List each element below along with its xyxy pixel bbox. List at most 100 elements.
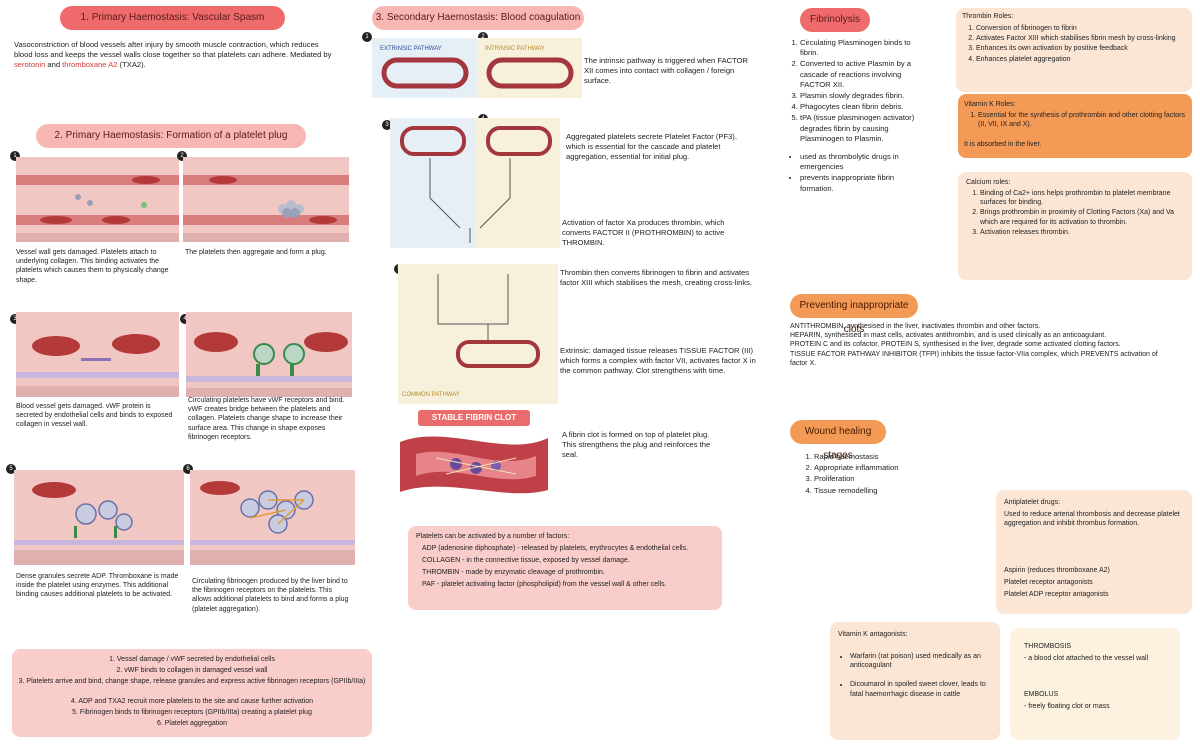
healing-item-1: Rapid haemostasis — [814, 452, 950, 462]
summary-line-4: 4. ADP and TXA2 recruit more platelets t… — [70, 698, 314, 705]
cascade-diagram — [390, 118, 560, 248]
calcium-title: Calcium roles: — [966, 179, 1011, 186]
preventing-clots-title: Preventing inappropriate clots — [790, 294, 918, 335]
vk-antagonists-list: Warfarin (rat poison) used medically as … — [836, 652, 994, 700]
preventing-clots-text: ANTITHROMBIN, synthesised in the liver, … — [790, 322, 1170, 368]
thrombin-item-1: Conversion of fibrinogen to fibrin — [976, 24, 1186, 33]
thrombin-item-4: Enhances platelet aggregation — [976, 55, 1186, 64]
vitamin-k-item-1: Essential for the synthesis of prothromb… — [978, 111, 1186, 129]
fibrin-clot-illustration-wrap — [396, 428, 552, 500]
platelet-panel-2 — [183, 157, 349, 242]
section1-body: Vasoconstriction of blood vessels after … — [14, 40, 332, 60]
vitamin-k-title: Vitamin K Roles: — [964, 101, 1016, 108]
healing-item-4: Tissue remodelling — [814, 486, 950, 496]
calcium-item-1: Binding of Ca2+ ions helps prothrombin t… — [980, 189, 1186, 207]
mediator-serotonin: serotonin — [14, 60, 46, 70]
caption-step-1: Vessel wall gets damaged. Platelets atta… — [16, 249, 169, 284]
step-number-5: 5 — [6, 464, 16, 474]
platelet-panel-6 — [190, 470, 355, 565]
vessel-illustration-6 — [190, 470, 355, 565]
fibrinolysis-item-5: tPA (tissue plasminogen activator) degra… — [800, 113, 916, 144]
antiplatelet-title: Antiplatelet drugs: — [1004, 499, 1061, 506]
coag-text-5: Extrinsic: damaged tissue releases TISSU… — [560, 346, 756, 376]
healing-item-3: Proliferation — [814, 474, 950, 484]
caption-step-4: Circulating platelets have vWF receptors… — [188, 397, 345, 441]
summary-line-1: 1. Vessel damage / vWF secreted by endot… — [109, 656, 275, 663]
coag-number-1: 1 — [362, 32, 372, 42]
healing-item-2: Appropriate inflammation — [814, 463, 950, 473]
thrombosis-embolus-box: THROMBOSIS - a blood clot attached to th… — [1010, 628, 1180, 740]
vessel-illustration-5 — [14, 470, 184, 565]
vessel-illustration-1 — [16, 157, 179, 242]
thrombin-item-3: Enhances its own activation by positive … — [976, 44, 1186, 53]
platelet-panel-1 — [16, 157, 179, 242]
step-number-6: 6 — [183, 464, 193, 474]
coag-text-6: A fibrin clot is formed on top of platel… — [562, 430, 711, 460]
coag-text-3: Activation of factor Xa produces thrombi… — [562, 218, 725, 248]
intrinsic-pathway-label: INTRINSIC PATHWAY — [485, 46, 545, 52]
summary-line-6: 6. Platelet aggregation — [156, 720, 228, 727]
antiplatelet-item-1: Aspirin (reduces thromboxane A2) — [1004, 567, 1110, 574]
coag-number-2: 2 — [478, 32, 488, 42]
platelet-activation-box: Platelets can be activated by a number o… — [408, 526, 722, 610]
activation-item-1: ADP (adenosine diphosphate) - released b… — [422, 545, 689, 552]
calcium-item-2: Brings prothrombin in proximity of Clott… — [980, 208, 1186, 226]
activation-item-3: THROMBIN - made by enzymatic cleavage of… — [422, 569, 605, 576]
section2-title: 2. Primary Haemostasis: Formation of a p… — [36, 124, 306, 148]
preventing-line-2: HEPARIN, synthesised in mast cells, acti… — [790, 332, 1107, 340]
cascade-panel — [390, 118, 560, 248]
caption-step-2: The platelets then aggregate and form a … — [185, 249, 327, 256]
thrombin-list: Conversion of fibrinogen to fibrin Activ… — [962, 24, 1186, 65]
vk-antagonist-item-1: Warfarin (rat poison) used medically as … — [850, 652, 994, 670]
wound-healing-title: Wound healing stages — [790, 420, 886, 461]
step-number-2: 2 — [177, 151, 187, 161]
section1-title: 1. Primary Haemostasis: Vascular Spasm — [60, 6, 285, 30]
fibrinolysis-item-2: Converted to active Plasmin by a cascade… — [800, 59, 916, 90]
mediator-and: and — [47, 60, 61, 70]
coag-text-1: The intrinsic pathway is triggered when … — [584, 56, 749, 86]
mediator-thromboxane: thromboxane A2 — [62, 60, 118, 70]
preventing-line-1: ANTITHROMBIN, synthesised in the liver, … — [790, 323, 1041, 330]
fibrinolysis-item-1: Circulating Plasminogen binds to fibrin. — [800, 38, 916, 58]
vitamin-k-list: Essential for the synthesis of prothromb… — [964, 111, 1186, 130]
activation-title: Platelets can be activated by a number o… — [416, 533, 570, 540]
preventing-line-4: TISSUE FACTOR PATHWAY INHIBITOR (TFPI) i… — [790, 350, 1158, 367]
coag-text-4: Thrombin then converts fibrinogen to fib… — [560, 268, 753, 288]
coag-text-2: Aggregated platelets secrete Platelet Fa… — [566, 132, 737, 162]
vk-antagonists-title: Vitamin K antagonists: — [838, 631, 908, 638]
vessel-illustration-2 — [183, 157, 349, 242]
section3-title: 3. Secondary Haemostasis: Blood coagulat… — [372, 6, 584, 30]
vessel-illustration-3 — [16, 312, 179, 397]
pathway-vessels-illustration — [372, 38, 582, 98]
vitamin-k-antagonists-box: Vitamin K antagonists: Warfarin (rat poi… — [830, 622, 1000, 740]
fibrinolysis-item-3: Plasmin slowly degrades fibrin. — [800, 91, 916, 101]
preventing-line-3: PROTEIN C and its cofactor, PROTEIN S, s… — [790, 341, 1121, 349]
pathway-panel-top: EXTRINSIC PATHWAY INTRINSIC PATHWAY — [372, 38, 582, 98]
vk-antagonist-item-2: Dicoumarol in spoiled sweet clover, lead… — [850, 680, 994, 698]
section1-text: Vasoconstriction of blood vessels after … — [14, 40, 334, 71]
platelet-panel-4 — [186, 312, 352, 397]
vitamin-k-note: It is absorbed in the liver. — [964, 141, 1042, 148]
step-number-4: 4 — [180, 314, 190, 324]
calcium-roles-box: Calcium roles: Binding of Ca2+ ions help… — [958, 172, 1192, 280]
thrombin-title: Thrombin Roles: — [962, 13, 1014, 20]
platelet-panel-3 — [16, 312, 179, 397]
summary-line-2: 2. vWF binds to collagen in damaged vess… — [116, 667, 268, 674]
summary-line-3: 3. Platelets arrive and bind, change sha… — [18, 678, 366, 685]
platelet-panel-5 — [14, 470, 184, 565]
coag-number-3: 3 — [382, 120, 392, 130]
activation-item-2: COLLAGEN - in the connective tissue, exp… — [422, 557, 630, 564]
fibrinolysis-item-4: Phagocytes clean fibrin debris. — [800, 102, 916, 112]
fibrinolysis-title: Fibrinolysis — [800, 8, 870, 32]
step-number-3: 3 — [10, 314, 20, 324]
platelet-plug-summary: 1. Vessel damage / vWF secreted by endot… — [12, 649, 372, 737]
calcium-item-3: Activation releases thrombin. — [980, 228, 1186, 237]
mediator-suffix: (TXA2). — [119, 60, 146, 70]
thrombosis-def: - a blood clot attached to the vessel wa… — [1024, 655, 1149, 662]
common-pathway-panel: COMMON PATHWAY — [398, 264, 558, 404]
vessel-illustration-4 — [186, 312, 352, 397]
common-pathway-label: COMMON PATHWAY — [402, 392, 460, 398]
antiplatelet-item-3: Platelet ADP receptor antagonists — [1004, 591, 1109, 598]
fibrinolysis-bullet-2: prevents inappropriate fibrin formation. — [800, 173, 916, 193]
thrombosis-term: THROMBOSIS — [1024, 643, 1072, 650]
